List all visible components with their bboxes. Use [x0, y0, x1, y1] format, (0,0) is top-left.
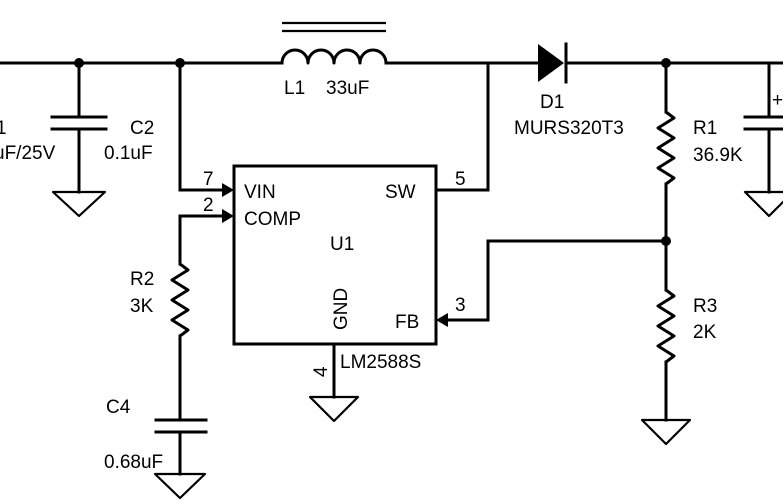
inductor-coil [280, 48, 388, 65]
pin-vin-number: 7 [203, 169, 214, 190]
ground-symbol [153, 472, 207, 500]
cap-c4-ref-label: C4 [106, 397, 131, 418]
resistor-r1-zigzag [656, 110, 676, 186]
resistor-r2-zigzag [170, 262, 190, 338]
sw-wire [434, 61, 490, 192]
ic-part-label: LM2588S [340, 352, 421, 373]
vin-feed-wire [178, 61, 234, 197]
res-r2-value-label: 3K [130, 296, 154, 317]
cap-c4-value-label: 0.68uF [104, 452, 163, 473]
res-r3-ref-label: R3 [693, 296, 717, 317]
cap-right-output [743, 61, 783, 218]
pin-sw-number: 5 [455, 169, 466, 190]
res-r3-value-label: 2K [693, 322, 717, 343]
res-r2-ref-label: R2 [130, 269, 154, 290]
cap-right-polarity-label: + [772, 90, 783, 111]
pin-gnd-number: 4 [311, 366, 332, 377]
res-r1-ref-label: R1 [693, 118, 717, 139]
diode-d1 [538, 42, 568, 84]
junction-dot [74, 58, 84, 68]
junction-dot [661, 58, 671, 68]
fb-wire [436, 239, 668, 327]
ic-pin-vin-label: VIN [244, 182, 276, 203]
fb-arrow [436, 313, 448, 327]
junction-dot [175, 58, 185, 68]
resistor-r3-zigzag [656, 288, 676, 364]
ic-pin-gnd-label: GND [331, 288, 352, 330]
cap-left-input [50, 61, 108, 218]
diode-triangle [538, 44, 564, 82]
cap-c2-value-label: 0.1uF [104, 143, 153, 164]
inductor-value-label: 33uF [326, 78, 369, 99]
pin-comp-number: 2 [203, 195, 214, 216]
ic-pin-fb-label: FB [395, 312, 419, 333]
ground-symbol [308, 395, 360, 423]
inductor-ref-label: L1 [284, 78, 305, 99]
ground-symbol [743, 190, 783, 218]
pin-fb-number: 3 [455, 295, 466, 316]
comp-arrow [222, 209, 234, 223]
inductor-l1 [280, 21, 388, 65]
cap-left-ref-label: 1 [0, 118, 7, 139]
ground-symbol [51, 190, 107, 218]
comp-branch [153, 209, 234, 500]
ic-pin-sw-label: SW [385, 182, 416, 203]
divider-r1-r3 [640, 61, 692, 446]
diode-ref-label: D1 [540, 92, 564, 113]
ic-pin-comp-label: COMP [244, 209, 301, 230]
ic-ground-wire [308, 342, 360, 423]
cap-c2-ref-label: C2 [130, 118, 154, 139]
cap-left-value-label: uF/25V [0, 143, 56, 164]
vin-arrow [222, 183, 234, 197]
ground-symbol [640, 418, 692, 446]
junction-dot [661, 236, 671, 246]
diode-value-label: MURS320T3 [514, 118, 624, 139]
ic-ref-label: U1 [330, 234, 354, 255]
res-r1-value-label: 36.9K [693, 145, 743, 166]
